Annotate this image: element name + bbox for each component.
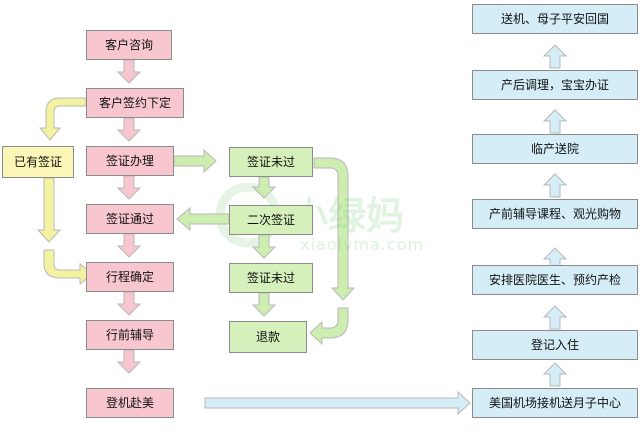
- visa-processing-box: 签证办理: [86, 146, 174, 176]
- visa-approved-box: 签证通过: [86, 204, 174, 234]
- arrow-contract-to-has-visa: [38, 97, 87, 141]
- airport-pickup-box: 美国机场接机送月子中心: [472, 388, 638, 418]
- has-visa-box: 已有签证: [2, 146, 74, 178]
- prenatal-courses-box: 产前辅导课程、观光购物: [472, 199, 638, 229]
- arrow-visa-to-rejected: [173, 148, 217, 174]
- arrow-rejected-to-second: [251, 176, 277, 199]
- visa-rejected-box-2: 签证未过: [229, 263, 313, 293]
- arrow-has-visa-down: [36, 177, 62, 243]
- arrow-has-visa-to-itinerary: [43, 249, 93, 286]
- arrow-rejected2-to-refund: [251, 292, 277, 317]
- refund-box: 退款: [229, 321, 307, 353]
- arrow-rejected-to-refund-curve: [313, 157, 356, 301]
- hospital-delivery-box: 临产送院: [472, 134, 638, 164]
- visa-rejected-box-1: 签证未过: [229, 147, 313, 177]
- board-to-usa-box: 登机赴美: [86, 388, 174, 418]
- arrow-board-to-airport: [204, 390, 471, 416]
- arrange-hospital-box: 安排医院医生、预约产检: [472, 265, 638, 295]
- client-contract-box: 客户签约下定: [86, 88, 184, 118]
- arrow-checkin-to-hospital: [542, 305, 568, 330]
- arrow-delivery-to-postpartum: [542, 109, 568, 134]
- arrow-inquiry-to-contract: [116, 59, 142, 84]
- arrow-prenatal-to-delivery: [542, 173, 568, 198]
- arrow-itinerary-to-guidance: [116, 291, 142, 316]
- check-in-box: 登记入住: [472, 330, 638, 360]
- arrow-into-refund-curve: [309, 307, 349, 346]
- arrow-contract-to-visa: [116, 117, 142, 142]
- arrow-postpartum-to-home: [542, 44, 568, 69]
- arrow-second-to-rejected2: [251, 234, 277, 259]
- predeparture-guidance-box: 行前辅导: [86, 320, 174, 350]
- arrow-airport-to-checkin: [542, 362, 568, 387]
- arrow-guidance-to-board: [116, 349, 142, 374]
- postpartum-care-box: 产后调理，宝宝办证: [472, 70, 638, 100]
- itinerary-confirmed-box: 行程确定: [86, 262, 174, 292]
- second-visa-box: 二次签证: [229, 205, 313, 235]
- client-inquiry-box: 客户咨询: [86, 30, 172, 60]
- arrow-visa-to-approved: [116, 175, 142, 200]
- arrow-approved-to-itinerary: [116, 233, 142, 258]
- arrow-second-to-approved: [176, 206, 230, 232]
- send-home-box: 送机、母子平安回国: [472, 4, 638, 34]
